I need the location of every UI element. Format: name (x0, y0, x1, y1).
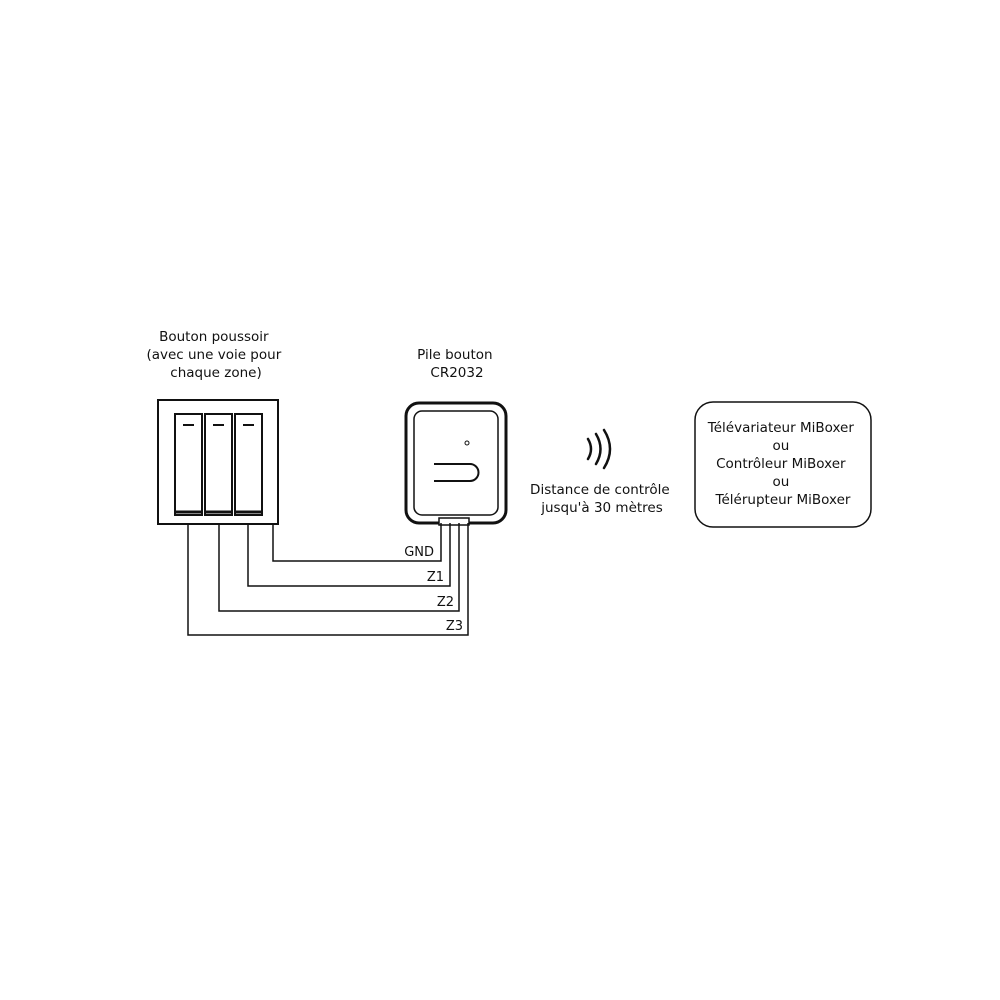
push-button-key-1 (174, 413, 203, 516)
battery-title-line-2: CR2032 (430, 365, 483, 381)
receiver-line-1: Télévariateur MiBoxer (707, 420, 855, 436)
receiver-line-4: ou (772, 474, 789, 490)
push-button-title-line-2: (avec une voie pour (146, 347, 281, 363)
battery-title: Pile bouton CR2032 (417, 347, 497, 381)
receiver-line-2: ou (772, 438, 789, 454)
push-button-key-3 (234, 413, 263, 516)
range-text-line-2: jusqu'à 30 mètres (540, 500, 663, 516)
receiver-line-3: Contrôleur MiBoxer (716, 456, 846, 472)
wire-label-z1: Z1 (427, 570, 444, 585)
receiver-text: Télévariateur MiBoxer ou Contrôleur MiBo… (707, 420, 858, 508)
wire-gnd (272, 523, 442, 562)
wire-z2 (218, 523, 460, 612)
wire-label-gnd: GND (404, 545, 434, 560)
wireless-signal-icon (586, 428, 612, 470)
push-button-panel (157, 399, 279, 525)
range-text-line-1: Distance de contrôle (530, 482, 670, 498)
push-button-title: Bouton poussoir (avec une voie pour chaq… (146, 329, 285, 381)
remote-device-icon (404, 401, 508, 526)
push-button-key-2 (204, 413, 233, 516)
range-text: Distance de contrôle jusqu'à 30 mètres (530, 482, 674, 516)
receiver-box: Télévariateur MiBoxer ou Contrôleur MiBo… (694, 401, 872, 528)
battery-title-line-1: Pile bouton (417, 347, 492, 363)
wire-label-z2: Z2 (437, 595, 454, 610)
wire-z3 (187, 523, 469, 636)
push-button-title-line-1: Bouton poussoir (159, 329, 269, 345)
push-button-title-line-3: chaque zone) (170, 365, 261, 381)
wires (187, 523, 469, 636)
wire-z1 (247, 523, 451, 587)
receiver-line-5: Télérupteur MiBoxer (715, 492, 851, 508)
wire-label-z3: Z3 (446, 619, 463, 634)
